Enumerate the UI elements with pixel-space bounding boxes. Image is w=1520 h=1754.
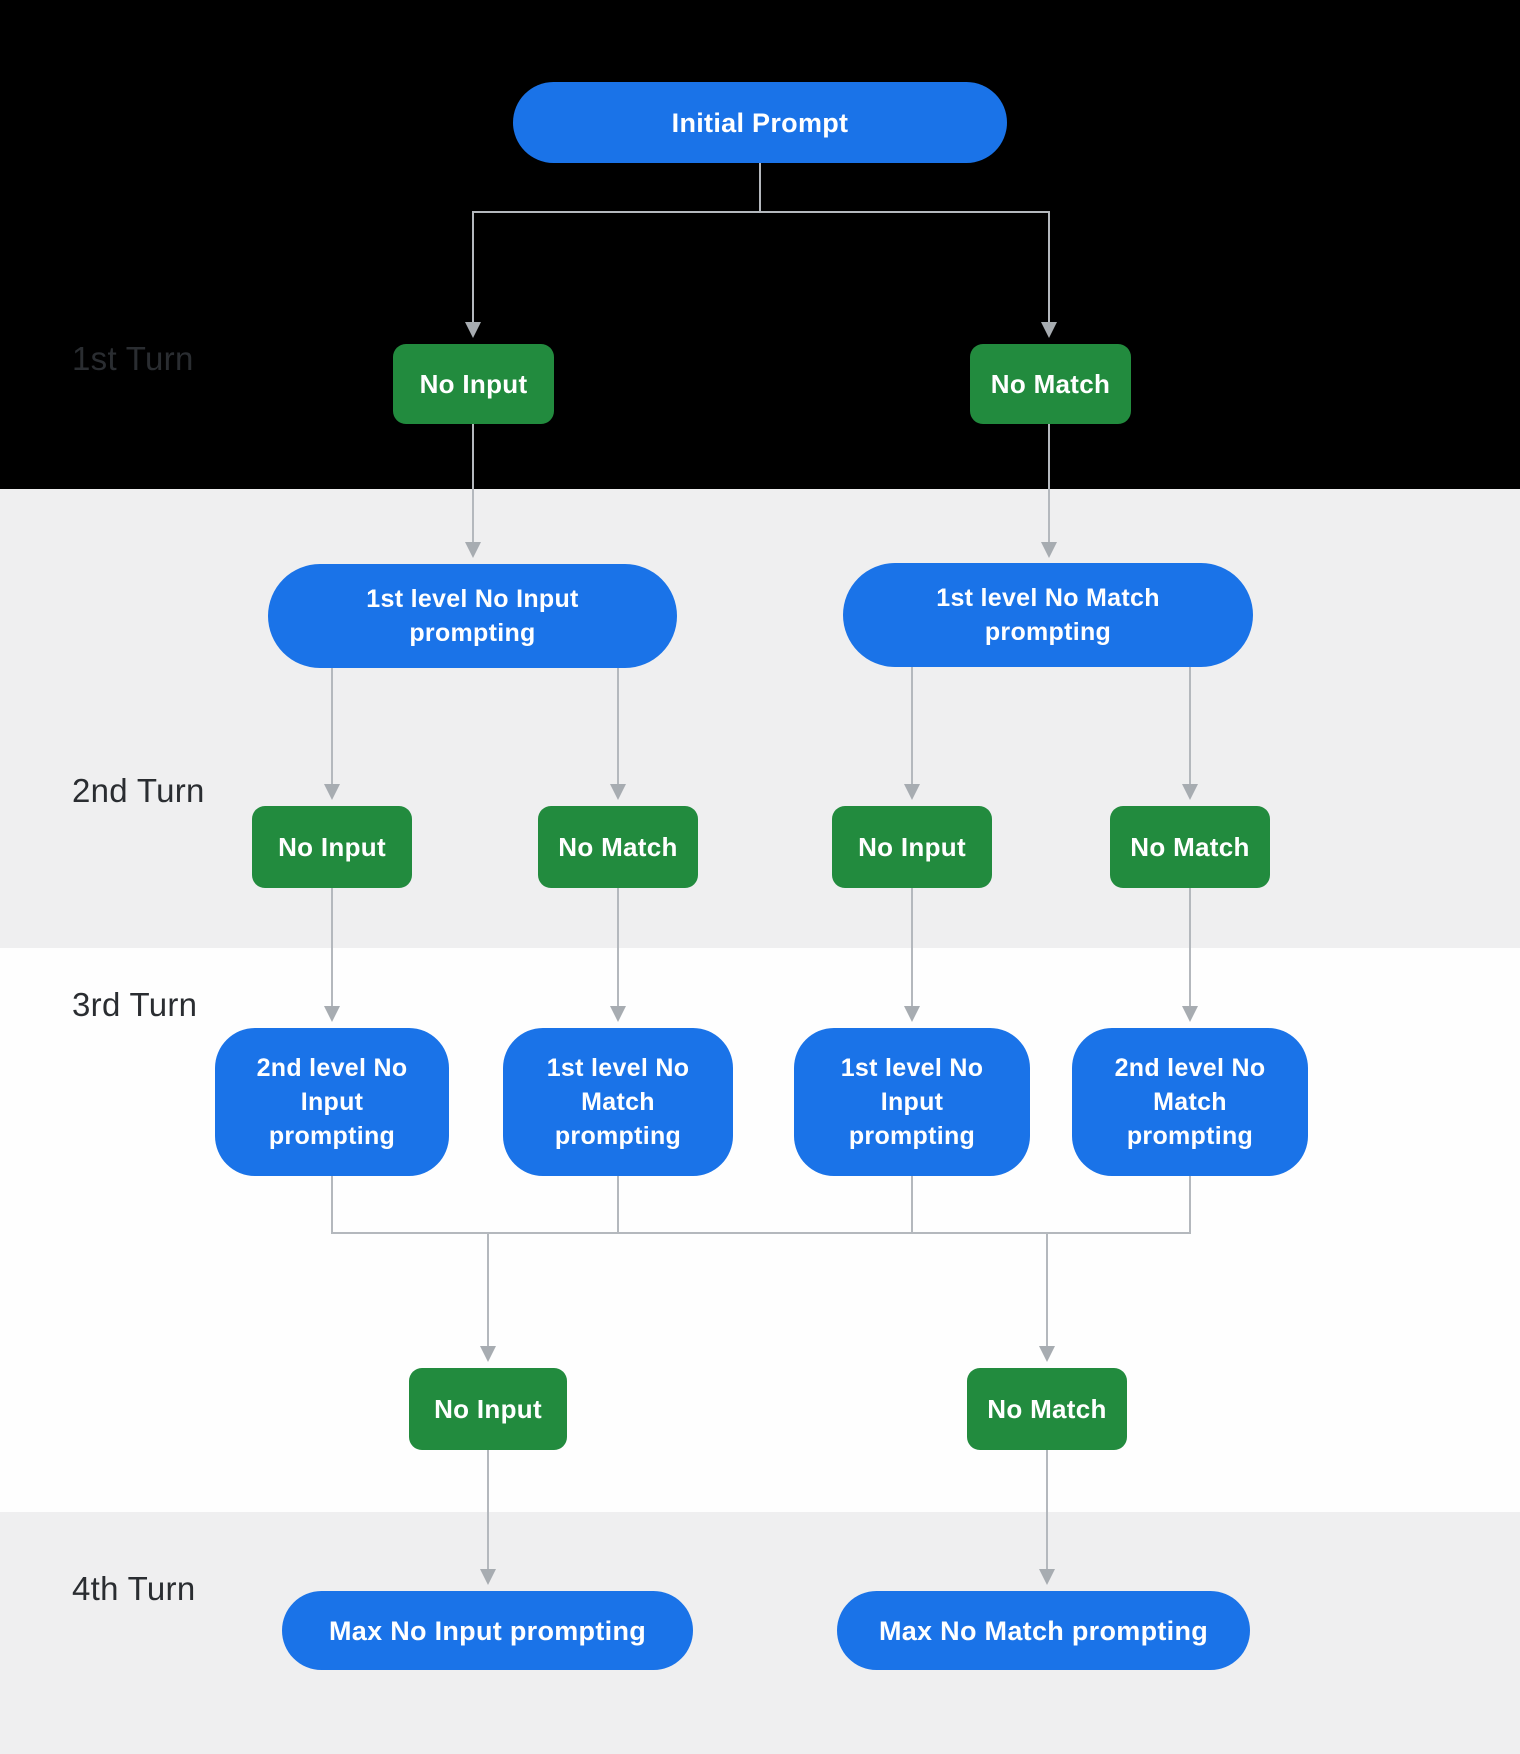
node-text-line: 1st level No Input	[366, 585, 579, 613]
band-turn-4	[0, 1512, 1520, 1754]
node-level2-no-match-prompting: 2nd level No Match prompting	[1072, 1028, 1308, 1176]
connector-line	[487, 1232, 489, 1348]
connector-line	[331, 668, 333, 786]
node-text-line: Input	[300, 1088, 364, 1116]
turn-label-3: 3rd Turn	[72, 986, 198, 1023]
connector-line	[1189, 1176, 1191, 1234]
node-text-line: prompting	[1126, 1122, 1254, 1150]
turn-label-2: 2nd Turn	[72, 772, 205, 809]
node-text-line: Match	[581, 1088, 655, 1116]
connector-line	[1189, 666, 1191, 786]
turn-label-1: 1st Turn	[72, 340, 194, 377]
node-turn1-no-input: No Input	[393, 344, 554, 424]
connector-line	[472, 211, 1050, 213]
connector-line	[617, 668, 619, 786]
band-turn-1	[0, 0, 1520, 489]
node-turn2-no-input-left: No Input	[252, 806, 412, 888]
node-turn1-no-match: No Match	[970, 344, 1131, 424]
node-text-line: 1st level No Match	[936, 584, 1160, 612]
node-turn2-no-match-right: No Match	[1110, 806, 1270, 888]
arrow-down-icon	[1039, 1569, 1055, 1585]
connector-line	[331, 1232, 1191, 1234]
arrow-down-icon	[465, 322, 481, 338]
arrow-down-icon	[480, 1346, 496, 1362]
band-turn-2	[0, 489, 1520, 948]
connector-line	[1046, 1232, 1048, 1348]
arrow-down-icon	[1182, 1006, 1198, 1022]
node-turn3-no-match: No Match	[967, 1368, 1127, 1450]
connector-line	[617, 888, 619, 1008]
node-level2-no-input-prompting: 2nd level No Input prompting	[215, 1028, 449, 1176]
node-turn3-no-input: No Input	[409, 1368, 567, 1450]
arrow-down-icon	[465, 542, 481, 558]
arrow-down-icon	[324, 1006, 340, 1022]
turn-label-4: 4th Turn	[72, 1570, 196, 1607]
arrow-down-icon	[1039, 1346, 1055, 1362]
node-level1-no-match-prompting: 1st level No Match prompting	[843, 563, 1253, 667]
node-text-line: prompting	[554, 1122, 682, 1150]
node-text-line: prompting	[409, 619, 536, 647]
connector-line	[1046, 1450, 1048, 1570]
connector-line	[472, 424, 474, 544]
node-turn2-no-match-left: No Match	[538, 806, 698, 888]
node-turn2-no-input-right: No Input	[832, 806, 992, 888]
arrow-down-icon	[904, 1006, 920, 1022]
node-text-line: 2nd level No	[1114, 1054, 1266, 1082]
node-level1-no-input-prompting-b: 1st level No Input prompting	[794, 1028, 1030, 1176]
connector-line	[759, 163, 761, 212]
node-text-line: Input	[880, 1088, 944, 1116]
arrow-down-icon	[904, 784, 920, 800]
connector-line	[331, 1176, 333, 1234]
arrow-down-icon	[1041, 542, 1057, 558]
node-text-line: 1st level No	[546, 1054, 690, 1082]
connector-line	[1048, 424, 1050, 544]
connector-line	[911, 666, 913, 786]
node-text-line: prompting	[984, 618, 1112, 646]
connector-line	[911, 1176, 913, 1234]
connector-line	[487, 1450, 489, 1570]
arrow-down-icon	[1182, 784, 1198, 800]
connector-line	[472, 211, 474, 322]
arrow-down-icon	[480, 1569, 496, 1585]
connector-line	[331, 888, 333, 1008]
connector-line	[911, 888, 913, 1008]
arrow-down-icon	[610, 784, 626, 800]
node-level1-no-match-prompting-b: 1st level No Match prompting	[503, 1028, 733, 1176]
connector-line	[1048, 211, 1050, 322]
node-max-no-input-prompting: Max No Input prompting	[282, 1591, 693, 1670]
node-text-line: 1st level No	[840, 1054, 984, 1082]
arrow-down-icon	[324, 784, 340, 800]
arrow-down-icon	[1041, 322, 1057, 338]
node-level1-no-input-prompting: 1st level No Input prompting	[268, 564, 677, 668]
node-text-line: prompting	[268, 1122, 396, 1150]
arrow-down-icon	[610, 1006, 626, 1022]
node-initial-prompt: Initial Prompt	[513, 82, 1007, 163]
node-text-line: Match	[1153, 1088, 1227, 1116]
connector-line	[1189, 888, 1191, 1008]
band-turn-3	[0, 948, 1520, 1512]
connector-line	[617, 1176, 619, 1234]
node-text-line: 2nd level No	[256, 1054, 408, 1082]
node-max-no-match-prompting: Max No Match prompting	[837, 1591, 1250, 1670]
node-text-line: prompting	[848, 1122, 976, 1150]
